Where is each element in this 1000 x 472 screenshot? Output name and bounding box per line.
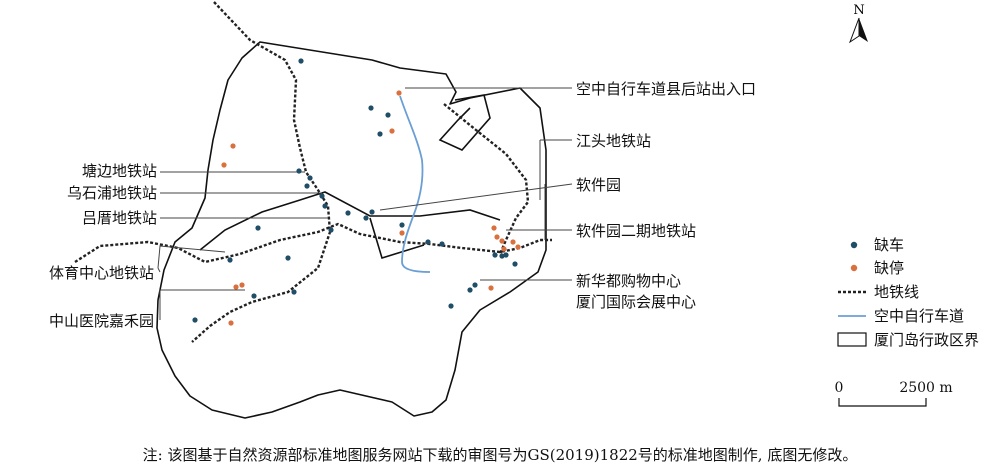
shortage-point	[255, 225, 261, 231]
shortage-point	[425, 239, 431, 245]
legend-boundary-symbol	[837, 332, 867, 347]
sky-bike-lane	[399, 95, 431, 273]
overflow-point	[510, 239, 516, 245]
shortage-point	[472, 282, 478, 288]
shortage-point	[291, 289, 297, 295]
legend-metro-label: 地铁线	[874, 283, 919, 301]
points-layer	[192, 58, 521, 326]
shortage-point	[368, 105, 374, 111]
label-jiangtou: 江头地铁站	[576, 132, 651, 150]
shortage-point	[467, 287, 473, 293]
figure-note: 注: 该图基于自然资源部标准地图服务网站下载的审图号为GS(2019)1822号…	[142, 446, 858, 464]
overflow-point	[228, 320, 234, 326]
legend-boundary-label: 厦门岛行政区界	[874, 331, 979, 349]
shortage-point	[322, 203, 328, 209]
overflow-point	[488, 285, 494, 291]
legend: 缺车 缺停 地铁线 空中自行车道 厦门岛行政区界	[837, 236, 979, 349]
shortage-point	[385, 112, 391, 118]
overflow-point	[230, 143, 236, 149]
shortage-point	[296, 168, 302, 174]
label-xinhuadu: 新华都购物中心	[576, 272, 681, 290]
shortage-point	[448, 303, 454, 309]
metro-line-1	[191, 1, 332, 343]
shortage-point	[439, 241, 445, 247]
metro-line-3	[443, 103, 530, 255]
overflow-point	[515, 244, 521, 250]
overflow-point	[389, 128, 395, 134]
legend-overflow-label: 缺停	[874, 259, 904, 277]
shortage-point	[399, 222, 405, 228]
shortage-point	[369, 209, 375, 215]
north-label: N	[853, 3, 864, 18]
scale-bar: 0 2500 m	[835, 380, 953, 407]
legend-shortage-symbol	[850, 241, 858, 249]
overflow-point	[233, 284, 239, 290]
shortage-point	[345, 210, 351, 216]
shortage-point	[377, 131, 383, 137]
shortage-point	[307, 175, 313, 181]
shortage-point	[492, 252, 498, 258]
shortage-point	[192, 317, 198, 323]
scale-zero: 0	[835, 380, 844, 396]
shortage-point	[227, 257, 233, 263]
shortage-point	[363, 215, 369, 221]
label-sports-center: 体育中心地铁站	[49, 264, 154, 282]
overflow-point	[221, 162, 227, 168]
label-tangbian: 塘边地铁站	[82, 162, 157, 180]
shortage-point	[319, 193, 325, 199]
label-bike-exit: 空中自行车道县后站出入口	[576, 80, 756, 98]
inner-boundary-line	[369, 217, 425, 260]
label-software-park2: 软件园二期地铁站	[576, 222, 696, 240]
north-arrow-icon	[859, 18, 868, 42]
label-convention: 厦门国际会展中心	[576, 293, 696, 311]
north-arrow-outline	[848, 17, 860, 44]
shortage-point	[298, 58, 304, 64]
shortage-point	[499, 253, 505, 259]
metro-line-2	[74, 222, 552, 264]
scale-distance: 2500 m	[899, 380, 952, 396]
overflow-point	[501, 246, 507, 252]
shortage-point	[328, 227, 334, 233]
overflow-point	[494, 234, 500, 240]
overflow-point	[396, 90, 402, 96]
inner-boundary-line	[438, 94, 491, 151]
legend-bike-lane-label: 空中自行车道	[874, 307, 964, 325]
label-zhongshan: 中山医院嘉禾园	[49, 312, 154, 330]
legend-overflow-symbol	[850, 264, 858, 272]
scale-line	[838, 398, 927, 407]
shortage-point	[251, 293, 257, 299]
leader-lines	[157, 87, 573, 320]
label-software-park: 软件园	[576, 176, 621, 194]
inner-boundary-line	[199, 191, 501, 251]
overflow-point	[239, 282, 245, 288]
shortage-point	[285, 255, 291, 261]
label-wushipu: 乌石浦地铁站	[67, 184, 157, 202]
legend-shortage-label: 缺车	[874, 236, 904, 254]
shortage-point	[304, 183, 310, 189]
north-arrow: N	[848, 3, 868, 44]
overflow-point	[499, 238, 505, 244]
overflow-point	[399, 230, 405, 236]
shortage-point	[512, 261, 518, 267]
label-lvcuo: 吕厝地铁站	[82, 209, 157, 227]
overflow-point	[491, 225, 497, 231]
shortage-point	[503, 252, 509, 258]
